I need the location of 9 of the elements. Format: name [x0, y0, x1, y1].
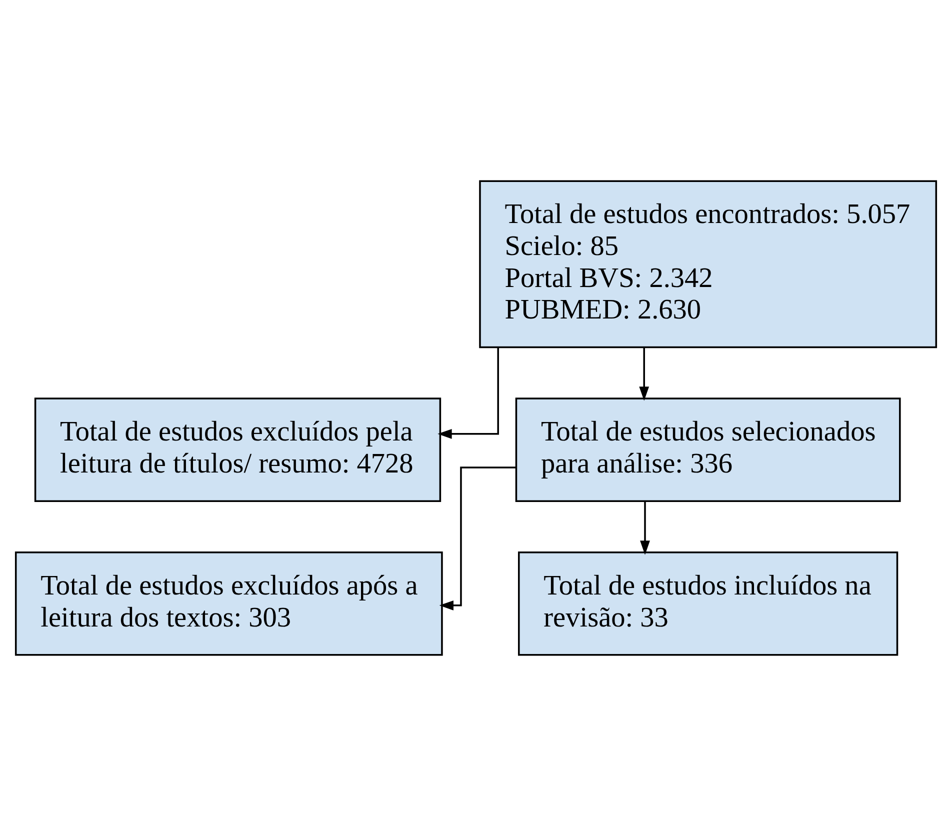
node-box: Total de estudos excluídos após a leitura dos textos: 303 — [14, 551, 443, 656]
node-box: Total de estudos incluídos na revisão: 33 — [518, 551, 898, 656]
arrow — [639, 347, 650, 400]
node-box: Total de estudos excluídos pela leitura de títulos/ resumo: 4728 — [34, 397, 442, 502]
node-box: Total de estudos selecionados para análise: 336 — [515, 397, 901, 502]
arrow — [640, 501, 650, 554]
node-box: Total de estudos encontrados: 5.057 Scielo: 85 Portal BVS: 2.342 PUBMED: 2.630 — [479, 180, 938, 348]
arrow — [438, 347, 499, 438]
arrow — [439, 466, 516, 610]
